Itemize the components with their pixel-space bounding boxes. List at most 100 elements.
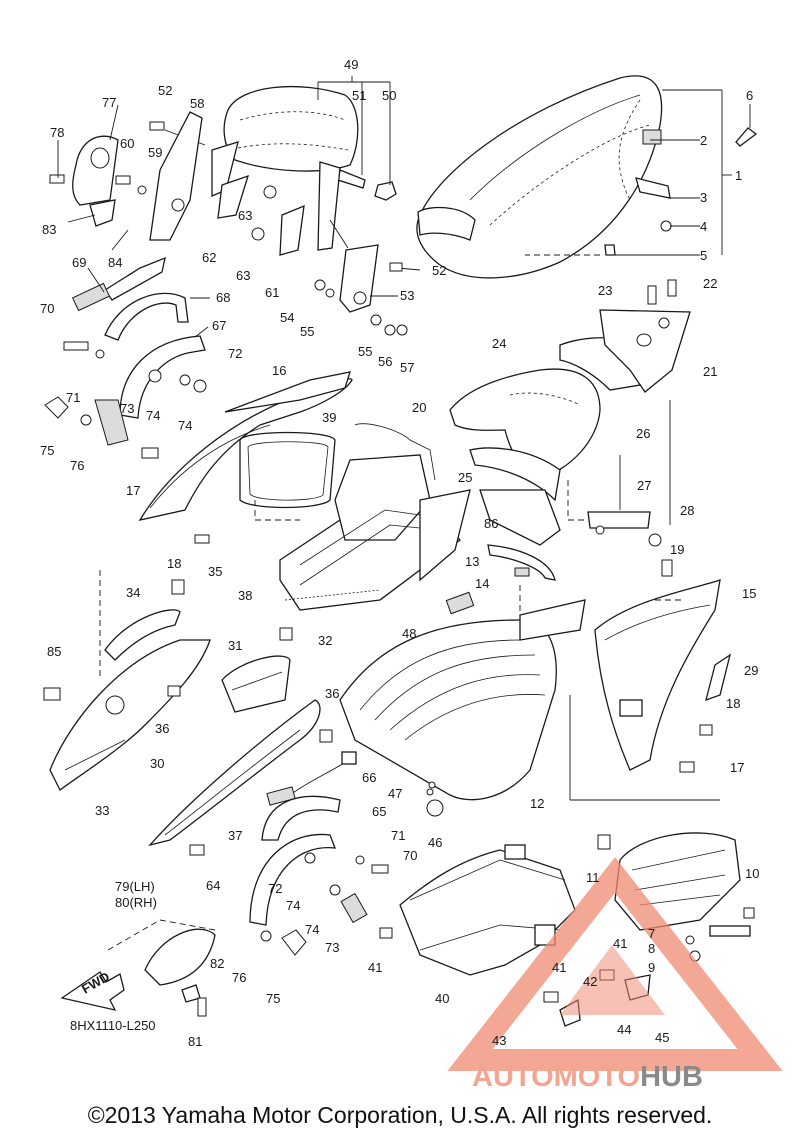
callout-67: 67 [212, 318, 226, 333]
callout-21: 21 [703, 364, 717, 379]
callout-72b: 72 [268, 881, 282, 896]
callout-44: 44 [617, 1022, 631, 1037]
callout-61: 61 [265, 285, 279, 300]
callout-40: 40 [435, 991, 449, 1006]
callout-34: 34 [126, 585, 140, 600]
rear-cowls [449, 279, 691, 546]
callout-46: 46 [428, 835, 442, 850]
left-side-covers [43, 579, 333, 856]
callout-2: 2 [700, 133, 707, 148]
callout-76: 76 [70, 458, 84, 473]
automotohub-logo [447, 857, 783, 1071]
callout-41: 41 [368, 960, 382, 975]
wiring-harness [261, 751, 357, 841]
callout-74d: 74 [305, 922, 319, 937]
fasteners-top [49, 121, 408, 336]
callout-49: 49 [344, 57, 358, 72]
callout-52b: 52 [432, 263, 446, 278]
side-cover-left-upper [138, 371, 353, 544]
rear-frame [379, 788, 576, 976]
callout-62: 62 [202, 250, 216, 265]
lower-grab-bar [249, 833, 389, 956]
callout-41b: 41 [552, 960, 566, 975]
callout-28: 28 [680, 503, 694, 518]
callout-48: 48 [402, 626, 416, 641]
callout-17b: 17 [730, 760, 744, 775]
callout-70b: 70 [403, 848, 417, 863]
callout-labels: 1 2 3 4 5 6 7 8 9 10 11 12 13 14 15 16 1… [40, 57, 759, 1049]
callout-12: 12 [530, 796, 544, 811]
callout-43: 43 [492, 1033, 506, 1048]
callout-66: 66 [362, 770, 376, 785]
callout-29: 29 [744, 663, 758, 678]
label-lh: 79(LH) [115, 879, 155, 894]
callout-18: 18 [167, 556, 181, 571]
callout-76b: 76 [232, 970, 246, 985]
callout-25: 25 [458, 470, 472, 485]
right-side-cover [594, 579, 732, 773]
callout-22: 22 [703, 276, 717, 291]
callout-14: 14 [475, 576, 489, 591]
label-rh: 80(RH) [115, 895, 157, 910]
callout-36: 36 [325, 686, 339, 701]
callout-33: 33 [95, 803, 109, 818]
backrest-assembly [211, 86, 397, 313]
callout-58: 58 [190, 96, 204, 111]
callout-6: 6 [746, 88, 753, 103]
callout-32: 32 [318, 633, 332, 648]
luggage-box [239, 423, 471, 611]
callout-41c: 41 [613, 936, 627, 951]
callout-9: 9 [648, 960, 655, 975]
callout-74b: 74 [178, 418, 192, 433]
callout-23: 23 [598, 283, 612, 298]
callout-85: 85 [47, 644, 61, 659]
callout-74: 74 [146, 408, 160, 423]
callout-24: 24 [492, 336, 506, 351]
callout-55b: 55 [358, 344, 372, 359]
callout-78: 78 [50, 125, 64, 140]
left-brackets [57, 104, 203, 312]
callout-72: 72 [228, 346, 242, 361]
callout-71b: 71 [391, 828, 405, 843]
callout-57: 57 [400, 360, 414, 375]
grab-bars [44, 292, 210, 446]
forward-arrow: FWD [60, 969, 125, 1011]
callout-36b: 36 [155, 721, 169, 736]
callout-20: 20 [412, 400, 426, 415]
callout-63: 63 [236, 268, 250, 283]
callout-86: 86 [484, 516, 498, 531]
side-panel [107, 919, 216, 1017]
callout-35: 35 [208, 564, 222, 579]
callout-16: 16 [272, 363, 286, 378]
callout-45: 45 [655, 1030, 669, 1045]
callout-42: 42 [583, 974, 597, 989]
storage-tray [339, 599, 586, 817]
callout-5: 5 [700, 248, 707, 263]
callout-54: 54 [280, 310, 294, 325]
watermark-text: AUTOMOTOHUB [472, 1061, 703, 1093]
callout-4: 4 [700, 219, 707, 234]
callout-64: 64 [206, 878, 220, 893]
callout-17: 17 [126, 483, 140, 498]
callout-55: 55 [300, 324, 314, 339]
callout-52: 52 [158, 83, 172, 98]
callout-10: 10 [745, 866, 759, 881]
callout-1: 1 [735, 168, 742, 183]
callout-70: 70 [40, 301, 54, 316]
callout-47: 47 [388, 786, 402, 801]
callout-19: 19 [670, 542, 684, 557]
dashed-guides [99, 254, 720, 801]
callout-50: 50 [382, 88, 396, 103]
diagram-code: 8HX1110-L250 [70, 1018, 156, 1033]
callout-71: 71 [66, 390, 80, 405]
callout-31: 31 [228, 638, 242, 653]
callout-56: 56 [378, 354, 392, 369]
callout-51: 51 [352, 88, 366, 103]
callout-38: 38 [238, 588, 252, 603]
callout-77: 77 [102, 95, 116, 110]
callout-82: 82 [210, 956, 224, 971]
callout-81: 81 [188, 1034, 202, 1049]
callout-37: 37 [228, 828, 242, 843]
copyright-notice: ©2013 Yamaha Motor Corporation, U.S.A. A… [87, 1102, 713, 1128]
